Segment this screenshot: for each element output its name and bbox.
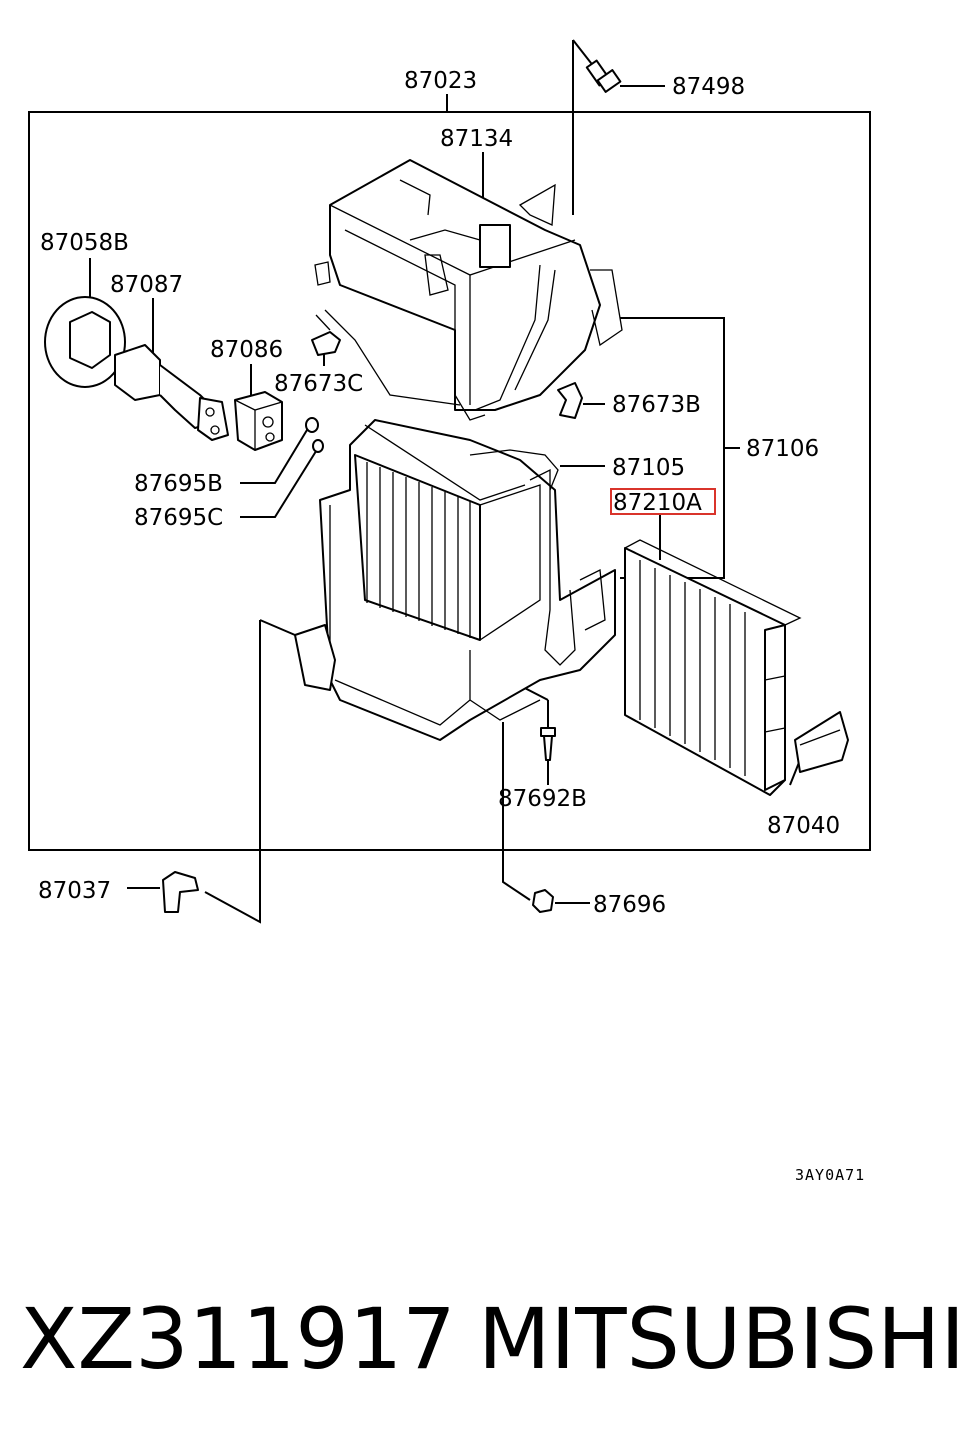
- label-87106: 87106: [746, 436, 819, 462]
- label-87695b: 87695B: [134, 471, 223, 497]
- clip-87673b: [557, 382, 583, 419]
- label-87040: 87040: [767, 813, 840, 839]
- pipe-87087: [114, 344, 229, 441]
- label-87134: 87134: [440, 126, 513, 152]
- nut-87696: [532, 889, 554, 913]
- air-filter-87210a: [624, 539, 802, 796]
- label-87023: 87023: [404, 68, 477, 94]
- drain-hose-87037: [162, 871, 199, 913]
- bolt-87498: [585, 59, 622, 93]
- label-87673c: 87673C: [274, 371, 363, 397]
- label-87692b: 87692B: [498, 786, 587, 812]
- label-87695c: 87695C: [134, 505, 223, 531]
- diagram-code: 3AY0A71: [795, 1166, 865, 1184]
- label-87210a[interactable]: 87210A: [613, 490, 702, 516]
- cover-87040: [794, 711, 849, 773]
- expansion-valve-87086: [234, 391, 283, 451]
- blower-housing: [314, 159, 623, 421]
- label-87105: 87105: [612, 455, 685, 481]
- assembly-frame: [28, 111, 871, 851]
- highlight-box: [610, 488, 716, 515]
- label-87086: 87086: [210, 337, 283, 363]
- o-rings-87695: [305, 417, 324, 453]
- parts-diagram: 87023 87498 87134 87058B 87087 87086 876…: [28, 39, 871, 1184]
- label-87673b: 87673B: [612, 392, 701, 418]
- footer: XZ311917 MITSUBISHI: [0, 1290, 960, 1390]
- label-87058b: 87058B: [40, 230, 129, 256]
- seal-ring-87058b: [44, 296, 126, 388]
- label-87696: 87696: [593, 892, 666, 918]
- brand-name: MITSUBISHI: [478, 1290, 960, 1388]
- label-87498: 87498: [672, 74, 745, 100]
- leader-lines: [89, 39, 801, 924]
- evaporator-unit: [294, 419, 616, 741]
- part-number: XZ311917: [20, 1290, 456, 1388]
- screw-87692b: [540, 727, 556, 761]
- label-87087: 87087: [110, 272, 183, 298]
- connector-87673c: [311, 314, 341, 356]
- label-87037: 87037: [38, 878, 111, 904]
